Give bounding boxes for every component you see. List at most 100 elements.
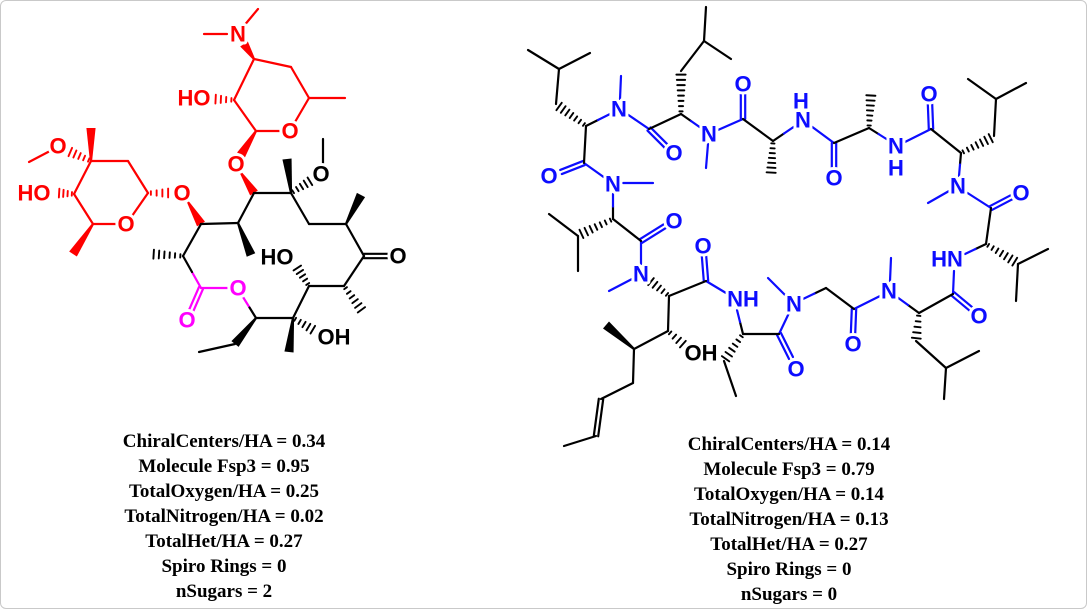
hash-bond xyxy=(979,138,985,147)
stat-line: nSugars = 0 xyxy=(740,584,838,605)
hash-bond xyxy=(351,298,359,305)
stat-line: nSugars = 2 xyxy=(175,581,273,602)
atom-label: O xyxy=(920,82,937,107)
bond xyxy=(964,190,993,210)
bond xyxy=(289,65,311,100)
hash-bond xyxy=(1003,252,1009,261)
bond xyxy=(917,292,955,315)
bond xyxy=(926,102,930,131)
bond xyxy=(526,48,561,71)
bond xyxy=(596,112,612,122)
bond xyxy=(631,347,636,385)
hash-bond xyxy=(588,225,594,234)
bond xyxy=(666,294,671,333)
atom-label: N xyxy=(611,97,627,122)
hash-bond xyxy=(302,277,309,283)
bond xyxy=(782,124,797,135)
hash-bond xyxy=(298,273,307,279)
hash-bond xyxy=(301,320,307,329)
wedge-bond xyxy=(236,222,256,257)
bond xyxy=(618,74,623,101)
hash-bond xyxy=(82,154,87,162)
stat-line: Molecule Fsp3 = 0.79 xyxy=(703,459,875,480)
atom-label: O xyxy=(117,212,134,237)
hash-bond xyxy=(573,115,579,122)
bond xyxy=(291,284,311,320)
hash-bond xyxy=(728,346,736,353)
hash-bond xyxy=(914,320,922,323)
hash-bond xyxy=(564,108,571,117)
atom-label: N xyxy=(786,292,802,317)
hash-bond xyxy=(675,336,682,344)
hash-bond xyxy=(983,135,989,146)
bond xyxy=(854,307,858,336)
hash-bond xyxy=(348,294,356,300)
hash-bond xyxy=(912,331,922,334)
stat-line: TotalNitrogen/HA = 0.02 xyxy=(124,506,324,527)
bond xyxy=(813,286,828,295)
hash-bond xyxy=(910,336,922,340)
bond xyxy=(766,276,789,299)
hash-bond xyxy=(608,217,613,223)
bond xyxy=(252,57,293,69)
hash-bond xyxy=(356,306,367,314)
bond xyxy=(852,294,882,311)
hash-bond xyxy=(656,284,662,292)
bond xyxy=(966,77,998,101)
bond xyxy=(702,39,733,61)
stat-line: TotalOxygen/HA = 0.14 xyxy=(693,484,885,505)
hash-bond xyxy=(731,342,739,348)
hash-bond xyxy=(987,133,994,144)
bond xyxy=(607,277,634,293)
atom-label: O xyxy=(665,209,682,234)
bond xyxy=(289,191,311,226)
hash-bond xyxy=(720,355,731,363)
bond xyxy=(953,291,974,309)
bond xyxy=(632,329,670,351)
atom-label: N xyxy=(888,134,904,159)
wedge-bond xyxy=(240,41,255,60)
bond xyxy=(248,306,258,320)
wedge-bond xyxy=(282,158,293,194)
bond xyxy=(704,279,728,295)
bond xyxy=(722,359,738,398)
bond xyxy=(293,96,311,124)
hash-bond xyxy=(990,245,995,251)
bond xyxy=(679,112,693,123)
bond xyxy=(241,295,251,309)
atom-label: O xyxy=(665,141,682,166)
hash-bond xyxy=(739,334,744,339)
hash-bond xyxy=(568,112,575,119)
atom-label: OH xyxy=(685,341,718,366)
bond xyxy=(990,197,1015,212)
wedge-bond xyxy=(86,128,96,161)
atom-label: O xyxy=(787,357,804,382)
bond xyxy=(777,311,791,336)
bond xyxy=(547,212,580,238)
bond xyxy=(716,117,745,132)
atom-label: N xyxy=(701,122,717,147)
bond xyxy=(342,254,366,288)
hash-bond xyxy=(292,264,302,272)
right-molecule-stats: ChiralCenters/HA = 0.14 Molecule Fsp3 = … xyxy=(589,432,989,607)
hash-bond xyxy=(343,286,348,291)
hash-bond xyxy=(295,186,300,193)
hash-bond xyxy=(667,330,673,336)
bond xyxy=(988,193,1013,208)
hash-bond xyxy=(679,339,687,349)
atom-label: HN xyxy=(931,247,963,272)
stat-line: ChiralCenters/HA = 0.34 xyxy=(122,431,326,452)
hash-bond xyxy=(1007,254,1014,264)
bond xyxy=(994,81,1028,101)
atom-label: O xyxy=(694,234,711,259)
bond xyxy=(232,98,258,133)
hash-bond xyxy=(647,277,655,287)
atom-label: O xyxy=(1012,181,1029,206)
bond xyxy=(559,159,585,172)
bond xyxy=(1014,262,1020,303)
stat-line: TotalNitrogen/HA = 0.13 xyxy=(689,509,889,530)
hash-bond xyxy=(664,292,670,297)
